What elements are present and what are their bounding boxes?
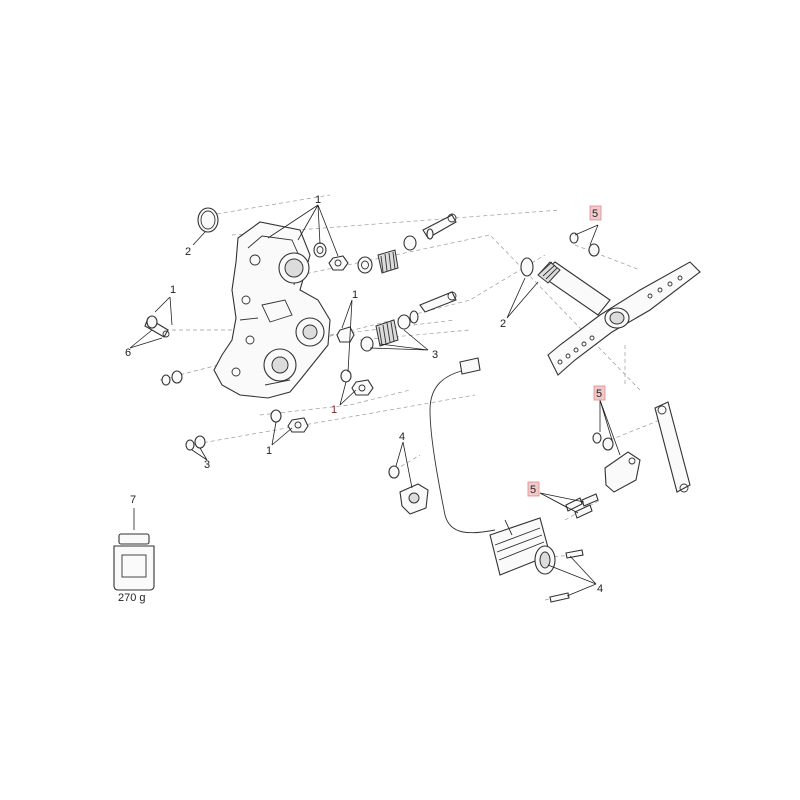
lower-mid-fasteners [340, 369, 374, 396]
assembly-axes [159, 194, 661, 601]
callout-1-housing-fasteners: 1 [315, 194, 321, 206]
callout-7-grease: 7 [130, 494, 136, 506]
callout-2-o-ring: 2 [185, 246, 191, 258]
small-bolts [565, 493, 599, 519]
callout-1-mid-fasteners: 1 [352, 289, 358, 301]
washers-and-nuts-upper [313, 242, 349, 271]
callout-1-lower-fasteners: 1 [331, 404, 337, 416]
highlight-box-5-right [593, 385, 606, 401]
middle-gear-shaft-assembly [336, 291, 457, 352]
leader-lines [129, 204, 621, 597]
left-pin-assembly [144, 315, 170, 338]
callout-labels: 1 2 1 6 1 3 1 1 3 2 5 5 5 4 4 7 270 g [118, 194, 606, 604]
callout-1-pin: 1 [170, 284, 176, 296]
callout-3-gears: 3 [432, 349, 438, 361]
right-bracket [604, 451, 641, 493]
bottom-left-washers [185, 435, 206, 451]
bottom-fasteners [270, 409, 309, 433]
right-washers [592, 432, 614, 451]
callout-3-bottom-washers: 3 [204, 459, 210, 471]
top-right-washers [569, 232, 600, 257]
highlight-box-5-top [589, 205, 602, 221]
upper-gear-shaft-assembly [357, 213, 457, 274]
motor-bracket [388, 465, 429, 515]
callout-5-bolts: 5 [530, 484, 536, 496]
grease-weight-label: 270 g [118, 592, 146, 604]
callout-4-motor: 4 [597, 583, 603, 595]
link-rod [654, 401, 691, 493]
callout-2-output-shaft: 2 [500, 318, 506, 330]
callout-1-bottom-fasteners: 1 [266, 445, 272, 457]
gearbox-housing [213, 221, 331, 399]
callout-6-pin-washer: 6 [125, 347, 131, 359]
callout-4-bracket: 4 [399, 431, 405, 443]
callout-5-right-parts: 5 [596, 388, 602, 400]
left-washers [161, 370, 183, 386]
electric-motor [429, 357, 556, 576]
callout-5-top-washers: 5 [592, 208, 598, 220]
highlight-box-5-bolts [527, 481, 540, 497]
grease-jar [113, 533, 155, 591]
output-shaft-lever [520, 257, 701, 376]
